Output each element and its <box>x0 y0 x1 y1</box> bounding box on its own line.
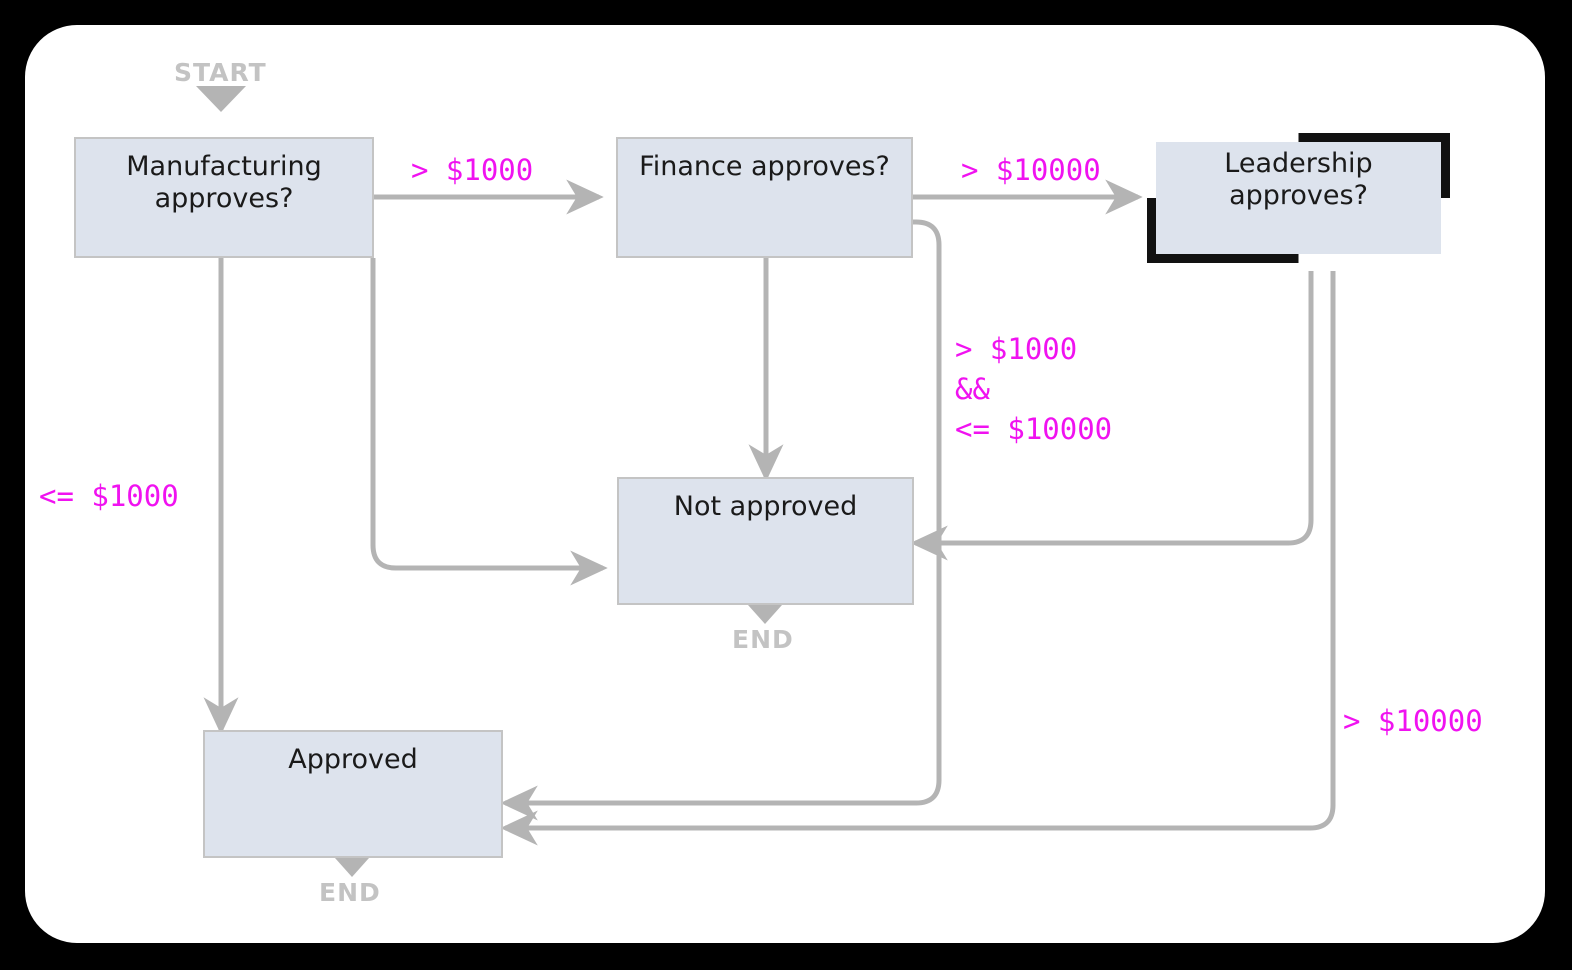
node-label-line1: Finance approves? <box>639 151 890 182</box>
edge-label-finance-to-approved-line1: > $1000 <box>955 332 1078 366</box>
node-not-approved[interactable]: Not approved <box>617 477 914 605</box>
node-label-line2: approves? <box>154 182 294 214</box>
node-finance-approves[interactable]: Finance approves? <box>616 137 913 258</box>
edge-label-leadership-to-approved: > $10000 <box>1343 704 1483 738</box>
edge-label-mfg-to-approved: <= $1000 <box>39 479 179 513</box>
edge-finance-approved <box>500 219 942 821</box>
start-label: START <box>174 58 267 87</box>
edge-mfg-notapproved <box>370 258 608 586</box>
node-label-line1: Approved <box>288 744 418 775</box>
node-label-line2: approves? <box>1229 179 1368 211</box>
edge-layer <box>203 179 1336 846</box>
end-label-not-approved: END <box>732 625 794 654</box>
edge-label-finance-to-leadership: > $10000 <box>961 153 1101 187</box>
diagram-canvas[interactable]: START Manufacturing approves? Finance ap… <box>25 25 1545 943</box>
node-approved[interactable]: Approved <box>203 730 503 858</box>
start-arrow-icon <box>196 86 246 112</box>
node-label-line1: Not approved <box>673 491 858 522</box>
edge-leadership-approved <box>500 271 1336 846</box>
approved-end-arrow-icon <box>335 858 369 877</box>
edge-label-finance-to-approved-line2: && <box>955 372 990 406</box>
end-label-approved: END <box>319 878 381 907</box>
flowchart: START Manufacturing approves? Finance ap… <box>25 25 1545 943</box>
edge-leadership-notapproved <box>910 271 1314 561</box>
node-label-line1: Leadership <box>1224 148 1373 179</box>
node-manufacturing-approves[interactable]: Manufacturing approves? <box>74 137 374 258</box>
node-label-line1: Manufacturing <box>126 151 322 182</box>
not-approved-end-arrow-icon <box>748 605 782 624</box>
edge-label-mfg-to-finance: > $1000 <box>411 153 534 187</box>
edge-label-finance-to-approved-line3: <= $10000 <box>955 412 1113 446</box>
node-leadership-approves[interactable]: Leadership approves? <box>1147 133 1450 263</box>
